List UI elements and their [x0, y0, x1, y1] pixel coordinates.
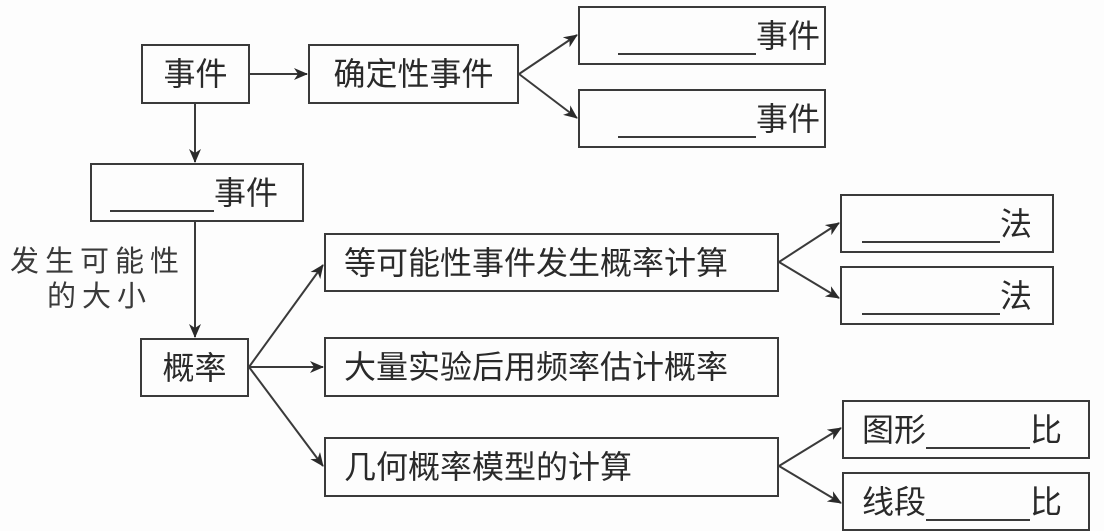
edge-label-line-1: 发生可能性 [10, 244, 186, 278]
fill-in-blank[interactable] [862, 215, 1000, 243]
node-equal-sub-2-suffix: 法 [1000, 276, 1033, 315]
node-geometric: 几何概率模型的计算 [324, 437, 779, 497]
node-geometric-sub-1-prefix: 图形 [862, 410, 927, 449]
node-certain-sub-1: 事件 [578, 6, 826, 65]
arrow-equal-to-sub2 [778, 261, 840, 299]
node-certain-sub-2-suffix: 事件 [756, 99, 821, 138]
node-event: 事件 [141, 44, 250, 104]
node-frequency-estimate-label: 大量实验后用频率估计概率 [344, 348, 729, 386]
arrow-probability-to-geometric [248, 366, 324, 467]
arrow-certain-to-sub2 [518, 73, 578, 119]
node-geometric-label: 几何概率模型的计算 [344, 448, 633, 486]
fill-in-blank[interactable] [618, 110, 756, 138]
node-certain-sub-1-suffix: 事件 [756, 16, 821, 55]
node-equal-sub-1: 法 [840, 194, 1054, 253]
node-geometric-sub-2: 线段 比 [842, 472, 1090, 531]
fill-in-blank[interactable] [618, 27, 756, 55]
fill-in-blank[interactable] [926, 421, 1031, 449]
fill-in-blank[interactable] [862, 287, 1000, 315]
arrow-certain-to-sub1 [518, 34, 578, 75]
arrow-geometric-to-sub1 [778, 427, 842, 467]
node-random-event: 事件 [90, 163, 304, 222]
edge-label-line-2: 的大小 [47, 279, 153, 313]
node-probability-label: 概率 [162, 348, 227, 387]
node-equal-sub-1-suffix: 法 [1000, 204, 1033, 243]
node-equal-likelihood: 等可能性事件发生概率计算 [324, 233, 779, 292]
arrow-probability-to-equal [248, 264, 324, 368]
node-equal-likelihood-label: 等可能性事件发生概率计算 [344, 243, 729, 282]
node-probability: 概率 [140, 338, 249, 397]
node-equal-sub-2: 法 [840, 266, 1054, 325]
node-certain-event: 确定性事件 [308, 44, 519, 104]
fill-in-blank[interactable] [110, 184, 214, 212]
node-event-label: 事件 [163, 55, 228, 93]
node-geometric-sub-1: 图形 比 [842, 400, 1090, 459]
node-random-event-suffix: 事件 [214, 173, 279, 212]
node-geometric-sub-1-suffix: 比 [1030, 410, 1063, 449]
node-certain-sub-2: 事件 [578, 89, 826, 148]
node-geometric-sub-2-suffix: 比 [1030, 482, 1063, 521]
fill-in-blank[interactable] [926, 493, 1031, 521]
node-frequency-estimate: 大量实验后用频率估计概率 [324, 337, 779, 397]
node-geometric-sub-2-prefix: 线段 [862, 482, 927, 521]
arrow-equal-to-sub1 [778, 222, 840, 263]
node-certain-event-label: 确定性事件 [333, 55, 494, 93]
arrow-geometric-to-sub2 [778, 465, 842, 504]
